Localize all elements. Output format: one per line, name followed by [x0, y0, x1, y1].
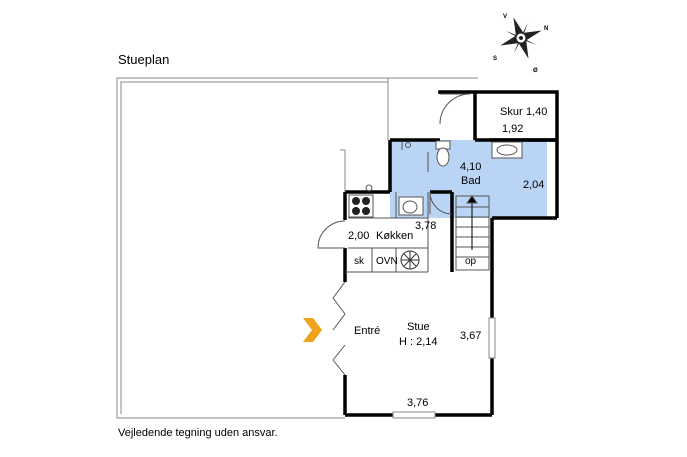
- walls: [343, 90, 559, 417]
- fan-icon: [400, 250, 420, 270]
- label-bad-width: 2,04: [523, 179, 544, 191]
- window-bottom: [392, 411, 436, 419]
- stove-icon: [348, 194, 374, 218]
- label-skur-depth: 1,92: [502, 123, 523, 135]
- label-op: op: [465, 256, 477, 267]
- label-stue-depth: 3,67: [460, 330, 481, 342]
- label-ovn: OVN: [376, 256, 398, 267]
- toilet-icon: [435, 140, 451, 167]
- terrace-outline: [116, 77, 478, 419]
- compass-rose-icon: [500, 17, 542, 59]
- label-entre: Entré: [354, 325, 380, 337]
- door-arcs: [317, 93, 471, 376]
- label-skur-width: 1,40: [526, 106, 547, 118]
- disclaimer-text: Vejledende tegning uden ansvar.: [118, 427, 278, 439]
- shower-icon: [401, 142, 429, 172]
- label-bad-dim: 4,10: [460, 161, 481, 173]
- page-title: Stueplan: [118, 52, 170, 67]
- compass-n: N: [544, 26, 548, 32]
- label-stue-width: 3,76: [407, 397, 428, 409]
- sink-icon: [491, 141, 523, 159]
- window-right: [488, 317, 496, 359]
- label-kitchen-width: 2,00: [348, 230, 369, 242]
- interior-lines: [340, 149, 429, 273]
- label-kitchen-dim: 3,78: [415, 220, 436, 232]
- compass-s: S: [493, 56, 497, 62]
- label-bad: Bad: [461, 175, 481, 187]
- label-height: H : 2,14: [399, 336, 438, 348]
- label-stue: Stue: [407, 321, 430, 333]
- compass-o: Ø: [533, 68, 538, 74]
- label-kitchen: Køkken: [376, 230, 413, 242]
- entry-arrow-icon: [303, 318, 322, 342]
- compass-v: V: [503, 14, 507, 20]
- kitchen-sink-icon: [398, 196, 424, 216]
- tap-icon: [365, 184, 373, 192]
- label-sk: sk: [354, 256, 365, 267]
- label-skur: Skur: [500, 106, 523, 118]
- staircase: [455, 195, 490, 271]
